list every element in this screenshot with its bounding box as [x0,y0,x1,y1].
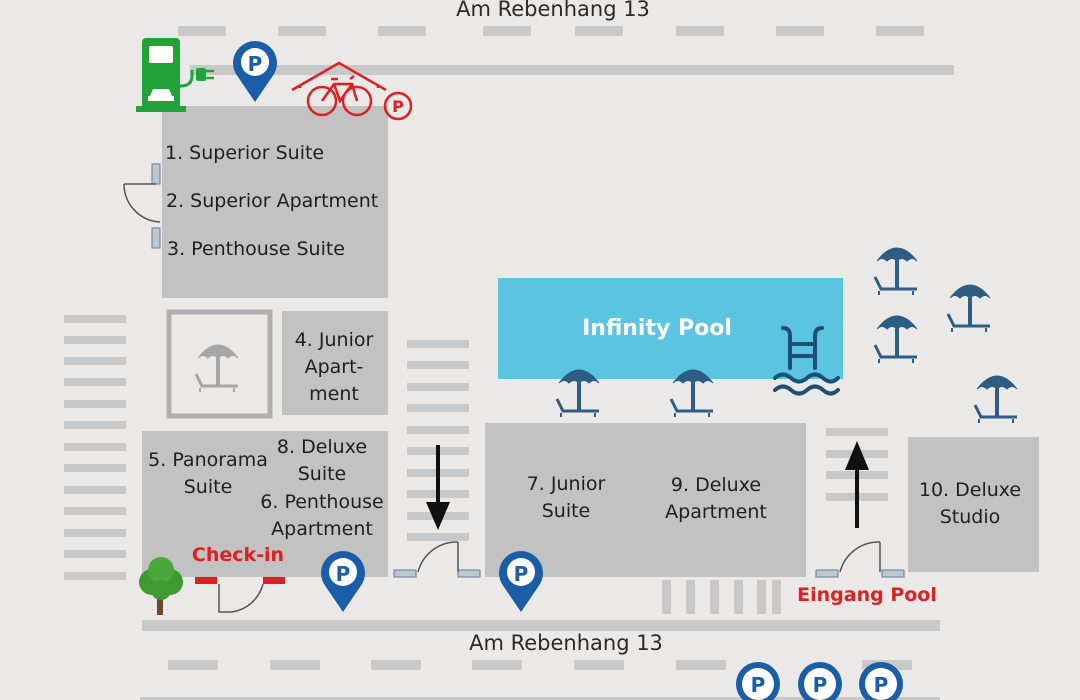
top-street-name: Am Rebenhang 13 [456,0,650,21]
parking-letter: P [813,673,828,697]
top-road-line [190,65,954,75]
bottom-road-line [142,620,940,631]
umbrella-lounger-icon [946,283,992,334]
room-6-label: 6. Penthouse Apartment [260,491,384,540]
room-10-label: 10. Deluxe Studio [918,479,1022,528]
umbrella-lounger-icon [873,246,919,297]
tree-icon [139,557,183,615]
room-8-label: 8. Deluxe Suite [276,436,368,485]
courtyard-frame [166,309,273,419]
bottom-street-name: Am Rebenhang 13 [469,631,663,655]
bottom-crosswalk [662,580,781,614]
building-room-4 [282,311,388,415]
parking-letter: P [751,673,766,697]
bottom-lane-dashes [168,660,912,670]
door-icon [815,541,905,578]
room-2-label: 2. Superior Apartment [166,190,379,212]
umbrella-lounger-icon [973,374,1019,425]
checkin-label: Check-in [191,544,285,566]
building-rooms-7-9 [485,423,806,577]
pool-entrance-label: Eingang Pool [797,584,937,606]
swimming-pool-icon [773,326,840,396]
door-icon [123,163,161,249]
room-7-label: 7. Junior Suite [526,473,606,522]
parking-letter: P [248,52,263,76]
room-9-label: 9. Deluxe Apartment [665,474,767,523]
top-lane-dashes [178,26,924,36]
parking-letter: P [336,562,351,586]
arrow-icon [845,441,869,528]
courtyard-umbrella-icon [194,343,240,394]
room-5-label: 5. Panorama Suite [148,449,268,498]
umbrella-lounger-icon [873,314,919,365]
pool-label: Infinity Pool [582,316,732,341]
room-1-label: 1. Superior Suite [165,142,325,164]
bike-parking-icon [291,61,413,121]
building-rooms-1-3 [162,106,388,298]
bike-parking-letter: P [392,97,404,116]
left-crosswalk [64,315,126,580]
ev-charger-icon [136,38,214,112]
door-icon [393,541,481,578]
arrow-icon [426,445,450,530]
checkin-door-icon [195,577,285,613]
room-4-label: 4. Junior Apart- ment [294,329,374,405]
parking-letter: P [874,673,889,697]
bottom-road-edge [140,697,940,700]
room-3-label: 3. Penthouse Suite [167,238,345,260]
building-room-10 [908,437,1039,572]
parking-letter: P [514,562,529,586]
